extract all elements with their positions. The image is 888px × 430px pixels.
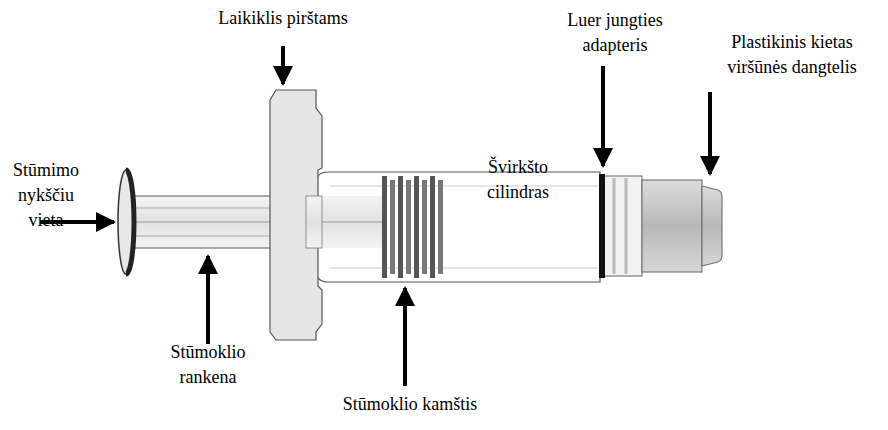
part-label: Stūmoklio rankena xyxy=(148,340,268,390)
luer-adapter xyxy=(599,174,642,278)
part-label-inline: Švirkšto cilindras xyxy=(470,155,566,205)
tip-cap xyxy=(642,180,722,272)
plunger-stopper xyxy=(382,176,443,278)
finger-flange xyxy=(270,90,322,340)
part-label: Laikiklis pirštams xyxy=(193,6,373,31)
syringe-barrel xyxy=(316,172,600,282)
leader-arrows xyxy=(40,46,710,386)
part-label: Luer jungties adapteris xyxy=(540,8,690,58)
part-label: Stūmoklio kamštis xyxy=(320,392,500,417)
part-label: Stūmimo nykščiu vieta xyxy=(2,158,90,233)
part-label: Plastikinis kietas viršūnės dangtelis xyxy=(700,30,884,80)
thumb-plate xyxy=(118,170,134,274)
